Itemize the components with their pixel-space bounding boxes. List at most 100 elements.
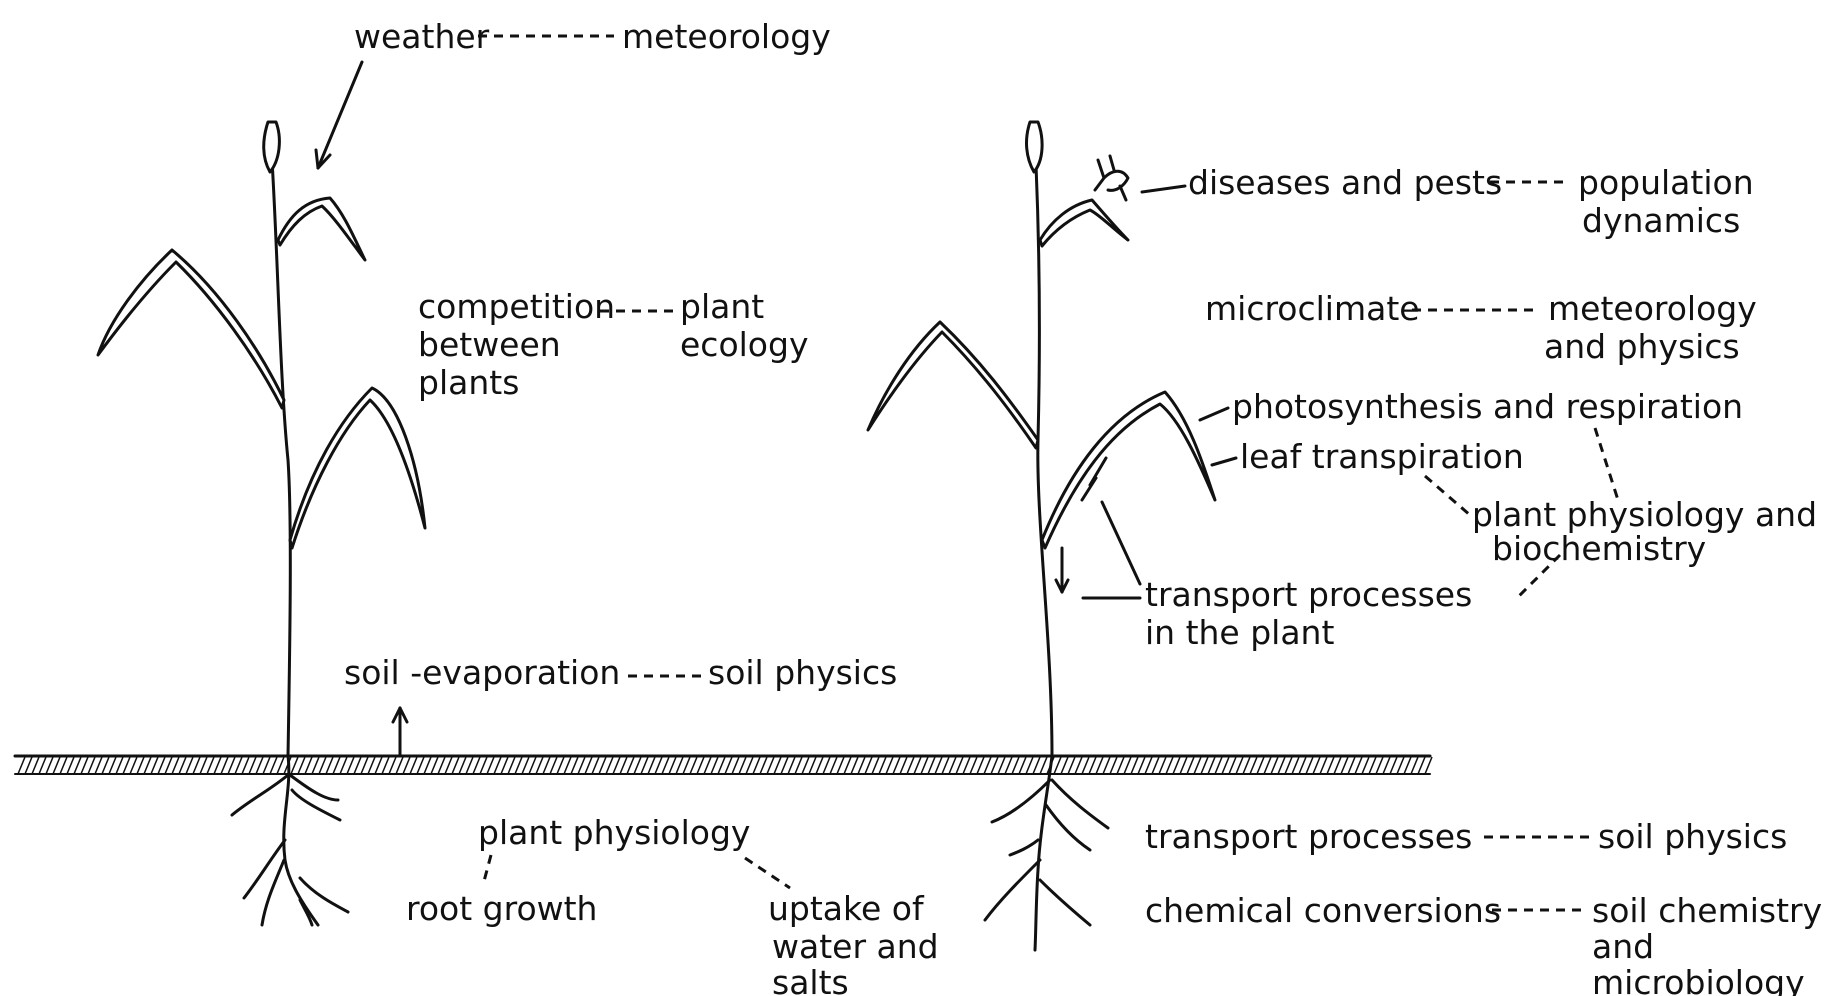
- hatch-mark: [1425, 757, 1432, 774]
- hatch-mark: [515, 757, 522, 774]
- hatch-mark: [529, 757, 536, 774]
- hatch-mark: [571, 757, 578, 774]
- hatch-mark: [179, 757, 186, 774]
- hatch-mark: [893, 757, 900, 774]
- hatch-mark: [480, 757, 487, 774]
- hatch-mark: [1250, 757, 1257, 774]
- hatch-mark: [207, 757, 214, 774]
- hatch-mark: [130, 757, 137, 774]
- hatch-mark: [732, 757, 739, 774]
- hatch-mark: [410, 757, 417, 774]
- hatch-mark: [998, 757, 1005, 774]
- hatch-mark: [1306, 757, 1313, 774]
- label-plant-ecology-ecology: ecology: [680, 325, 808, 364]
- hatch-mark: [256, 757, 263, 774]
- hatch-mark: [1040, 757, 1047, 774]
- label-competition-between: between: [418, 325, 561, 364]
- hatch-mark: [725, 757, 732, 774]
- hatch-mark: [487, 757, 494, 774]
- hatch-mark: [88, 757, 95, 774]
- hatch-mark: [550, 757, 557, 774]
- left-plant-leaf-upper-left: [98, 250, 284, 408]
- hatch-mark: [1383, 757, 1390, 774]
- hatch-mark: [102, 757, 109, 774]
- hatch-mark: [424, 757, 431, 774]
- hatch-mark: [816, 757, 823, 774]
- hatch-mark: [921, 757, 928, 774]
- hatch-mark: [1313, 757, 1320, 774]
- hatch-mark: [319, 757, 326, 774]
- hatch-mark: [781, 757, 788, 774]
- hatch-mark: [1229, 757, 1236, 774]
- hatch-mark: [1390, 757, 1397, 774]
- label-soil-physics-top: soil physics: [708, 653, 897, 692]
- hatch-mark: [67, 757, 74, 774]
- hatch-mark: [347, 757, 354, 774]
- hatch-mark: [1012, 757, 1019, 774]
- label-plant-ecology-plant: plant: [680, 287, 764, 326]
- label-in-the-plant: in the plant: [1145, 613, 1334, 652]
- hatch-mark: [1285, 757, 1292, 774]
- hatch-mark: [599, 757, 606, 774]
- hatch-mark: [984, 757, 991, 774]
- hatch-mark: [606, 757, 613, 774]
- hatch-mark: [354, 757, 361, 774]
- hatch-mark: [522, 757, 529, 774]
- hatch-mark: [452, 757, 459, 774]
- label-soil-evaporation: soil -evaporation: [344, 653, 620, 692]
- hatch-mark: [1110, 757, 1117, 774]
- hatch-mark: [557, 757, 564, 774]
- hatch-mark: [158, 757, 165, 774]
- hatch-mark: [109, 757, 116, 774]
- label-uptake-of: uptake of: [768, 889, 925, 928]
- weather-arrow: [318, 62, 362, 168]
- hatch-mark: [1243, 757, 1250, 774]
- hatch-mark: [662, 757, 669, 774]
- label-biochemistry: biochemistry: [1492, 529, 1706, 568]
- hatch-mark: [235, 757, 242, 774]
- hatch-mark: [991, 757, 998, 774]
- right-plant-stem: [1036, 165, 1052, 756]
- hatch-mark: [508, 757, 515, 774]
- hatch-mark: [1264, 757, 1271, 774]
- hatch-mark: [277, 757, 284, 774]
- label-meteorology-top: meteorology: [622, 17, 831, 56]
- hatch-mark: [445, 757, 452, 774]
- hatch-mark: [46, 757, 53, 774]
- hatch-mark: [914, 757, 921, 774]
- hatch-mark: [242, 757, 249, 774]
- hatch-mark: [648, 757, 655, 774]
- hatch-mark: [200, 757, 207, 774]
- hatch-mark: [578, 757, 585, 774]
- left-plant-ear: [264, 122, 280, 172]
- hatch-mark: [1173, 757, 1180, 774]
- label-microclimate: microclimate: [1205, 289, 1420, 328]
- hatch-mark: [865, 757, 872, 774]
- label-transport-processes-plant: transport processes: [1145, 575, 1472, 614]
- hatch-mark: [32, 757, 39, 774]
- hatch-mark: [620, 757, 627, 774]
- right-plant-leaf-left: [868, 322, 1038, 448]
- hatch-mark: [1026, 757, 1033, 774]
- hatch-mark: [802, 757, 809, 774]
- label-photosynthesis: photosynthesis and respiration: [1232, 387, 1743, 426]
- hatch-mark: [60, 757, 67, 774]
- hatch-mark: [1180, 757, 1187, 774]
- hatch-mark: [74, 757, 81, 774]
- hatch-mark: [459, 757, 466, 774]
- hatch-mark: [592, 757, 599, 774]
- label-dynamics: dynamics: [1582, 201, 1740, 240]
- hatch-mark: [186, 757, 193, 774]
- hatch-mark: [1201, 757, 1208, 774]
- label-and-physics: and physics: [1544, 327, 1740, 366]
- hatch-mark: [1278, 757, 1285, 774]
- hatch-mark: [844, 757, 851, 774]
- hatch-mark: [123, 757, 130, 774]
- hatch-mark: [1341, 757, 1348, 774]
- left-plant-roots: [232, 756, 348, 925]
- hatch-mark: [1208, 757, 1215, 774]
- hatch-mark: [1054, 757, 1061, 774]
- hatch-mark: [900, 757, 907, 774]
- hatch-mark: [536, 757, 543, 774]
- hatch-mark: [886, 757, 893, 774]
